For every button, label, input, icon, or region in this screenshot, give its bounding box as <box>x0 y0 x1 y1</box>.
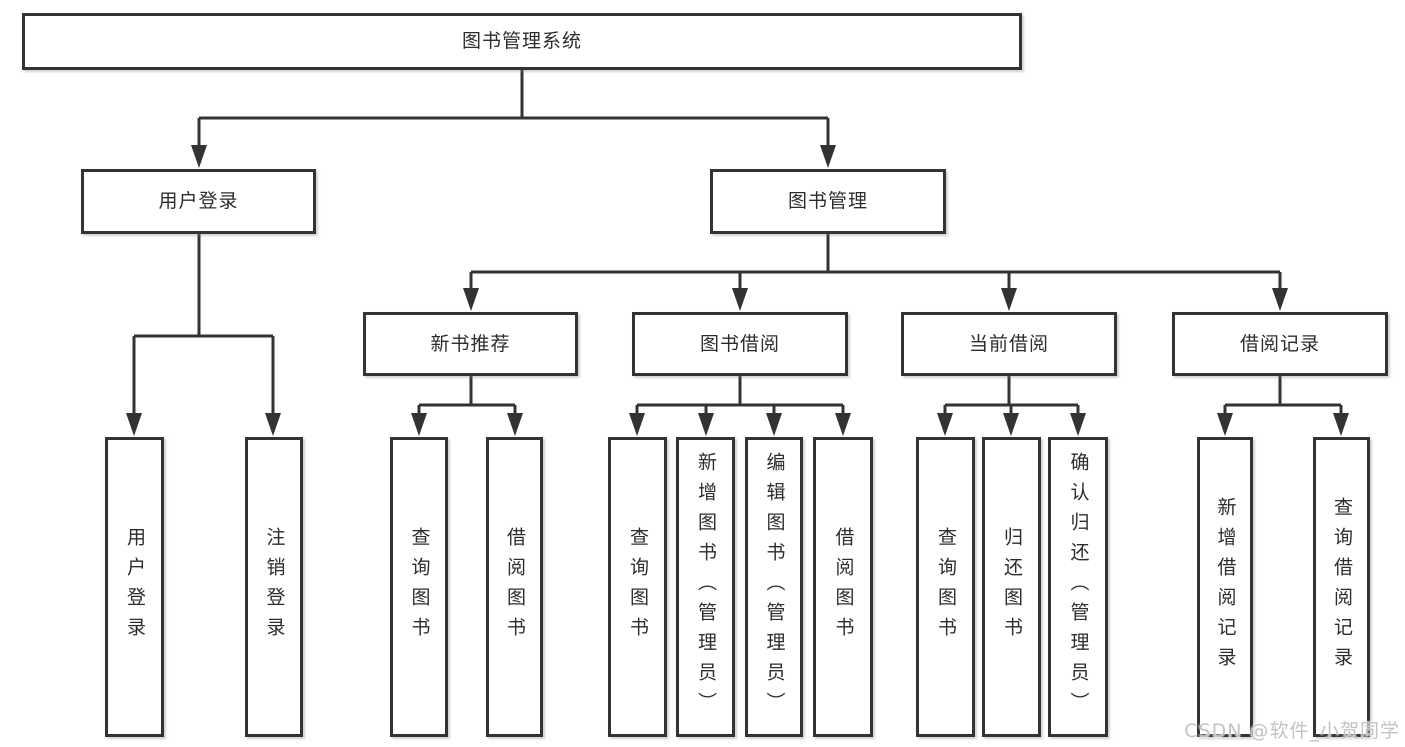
csdn-watermark: CSDN @软件_小贺同学 <box>1184 720 1400 742</box>
edge-book-borrow-to-leaves <box>635 375 845 414</box>
leaf-add-books-admin: 新增图书（管理员） <box>676 437 735 737</box>
leaf-query-borrow-record: 查询借阅记录 <box>1313 437 1370 737</box>
node-book-borrowing: 图书借阅 <box>632 312 848 376</box>
node-library-system: 图书管理系统 <box>22 13 1022 70</box>
leaf-user-login: 用户登录 <box>105 437 164 737</box>
edge-root-to-level2 <box>197 69 830 147</box>
leaf-borrow-books: 借阅图书 <box>813 437 873 737</box>
arrowheads <box>126 145 1349 436</box>
leaf-confirm-return-admin: 确认归还（管理员） <box>1048 437 1108 737</box>
leaf-query-books-current: 查询图书 <box>916 437 975 737</box>
leaf-return-books: 归还图书 <box>982 437 1041 737</box>
edge-borrow-record-to-leaves <box>1223 375 1343 414</box>
node-borrowing-records: 借阅记录 <box>1172 312 1388 376</box>
node-book-management: 图书管理 <box>710 169 946 234</box>
edge-new-book-to-leaves <box>417 375 517 414</box>
node-user-login: 用户登录 <box>81 169 316 234</box>
edge-current-borrow-to-leaves <box>943 375 1080 414</box>
leaf-add-borrow-record: 新增借阅记录 <box>1197 437 1253 737</box>
edge-user-login-to-leaves <box>132 234 275 413</box>
leaf-query-books-borrow: 查询图书 <box>608 437 667 737</box>
leaf-query-books-recommend: 查询图书 <box>390 437 448 737</box>
leaf-borrow-books-recommend: 借阅图书 <box>486 437 543 737</box>
leaf-edit-books-admin: 编辑图书（管理员） <box>745 437 803 737</box>
node-current-borrowing: 当前借阅 <box>901 312 1117 376</box>
leaf-logout: 注销登录 <box>245 437 303 737</box>
node-new-book-recommend: 新书推荐 <box>363 312 578 376</box>
edge-book-mgmt-to-level3 <box>469 234 1282 289</box>
